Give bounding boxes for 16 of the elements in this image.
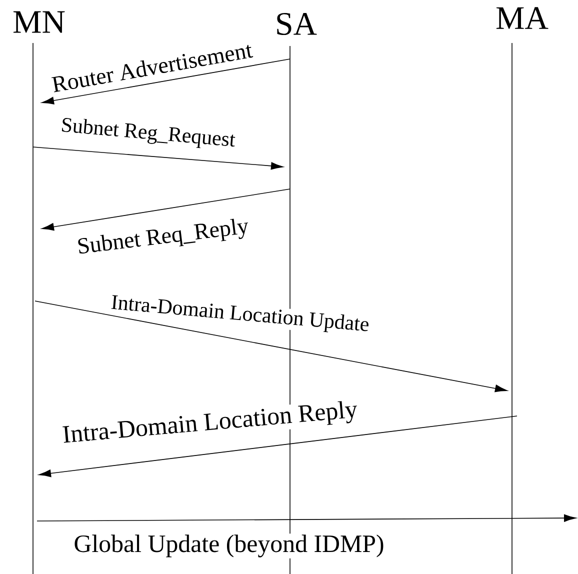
edge-label: Intra-Domain Location Reply bbox=[60, 398, 360, 450]
message-arrow bbox=[36, 514, 576, 522]
message-arrow bbox=[34, 300, 508, 392]
lifeline-header: MN bbox=[13, 11, 65, 33]
message-arrow bbox=[42, 58, 290, 104]
edge-label: Global Update (beyond IDMP) bbox=[72, 534, 386, 558]
edge-label: Subnet Reg_Request bbox=[58, 116, 238, 152]
lifeline-header: SA bbox=[277, 12, 317, 36]
edge-label: Subnet Req_Reply bbox=[75, 216, 251, 260]
message-arrow bbox=[42, 188, 290, 231]
edge-label: Intra-Domain Location Update bbox=[109, 293, 371, 337]
message-arrow bbox=[38, 416, 518, 478]
edge-label: Router Advertisement bbox=[50, 40, 255, 94]
lifeline-header: MA bbox=[496, 7, 548, 29]
message-arrow bbox=[32, 146, 284, 170]
lifeline bbox=[32, 42, 34, 574]
